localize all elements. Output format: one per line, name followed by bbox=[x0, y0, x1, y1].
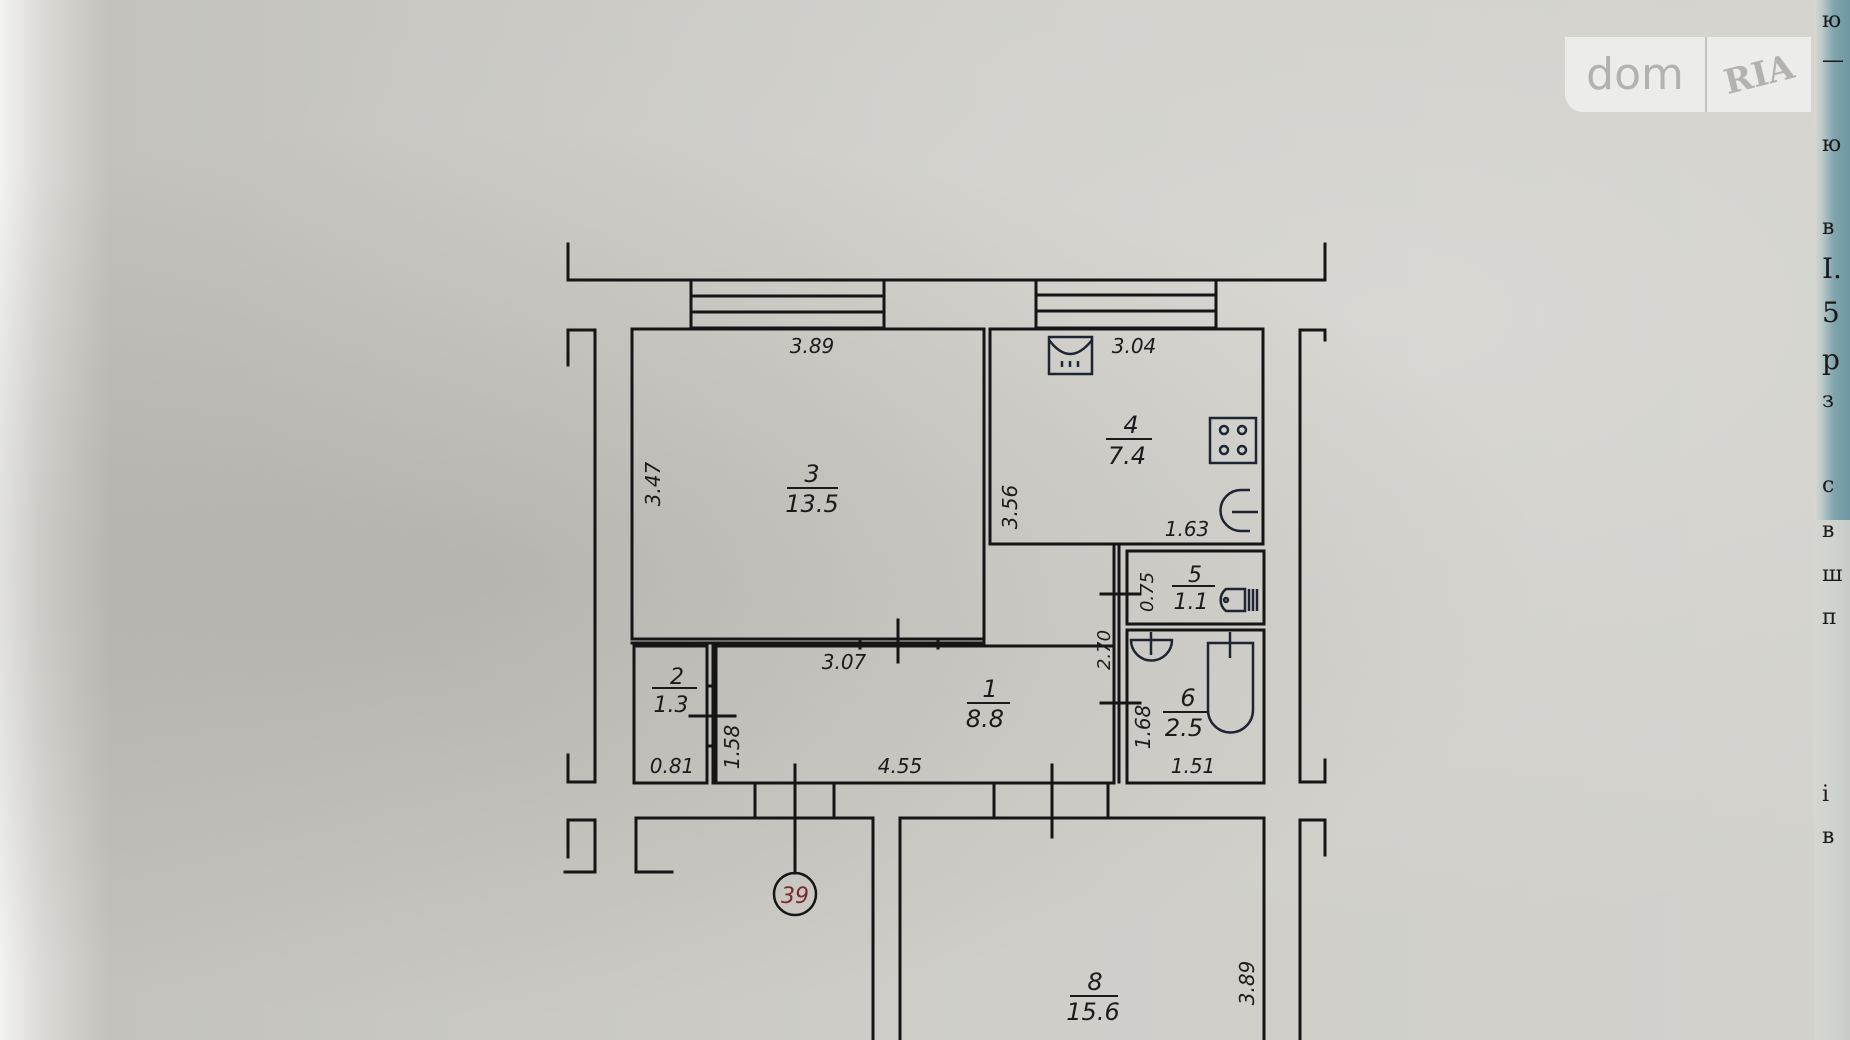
dim-room3-width: 3.89 bbox=[790, 334, 835, 358]
dim-room2-width: 0.81 bbox=[650, 754, 695, 778]
dim-room6-width: 1.51 bbox=[1171, 754, 1216, 778]
room-5 bbox=[1125, 549, 1266, 626]
room-3-area: 13.5 bbox=[785, 490, 838, 518]
dim-room1-height: 1.58 bbox=[720, 725, 744, 770]
apartment-number: 39 bbox=[781, 884, 809, 909]
apartment-number-marker: 39 bbox=[772, 871, 818, 917]
outer-left-wall-lower bbox=[563, 818, 597, 874]
room-8-area: 15.6 bbox=[1066, 998, 1119, 1026]
room-5-area: 1.1 bbox=[1174, 590, 1209, 615]
edge-text: ю bbox=[1822, 8, 1842, 33]
room-lower-left bbox=[634, 816, 875, 1040]
dim-room3-height: 3.47 bbox=[641, 461, 665, 506]
outer-right-wall bbox=[1298, 328, 1327, 784]
dim-room1-bottom: 4.55 bbox=[878, 754, 923, 778]
room-1-number: 1 bbox=[982, 675, 997, 703]
edge-text: ю bbox=[1822, 132, 1842, 157]
edge-text: І. bbox=[1822, 252, 1842, 285]
dim-room4-partial: 1.63 bbox=[1165, 517, 1210, 541]
room-4-area: 7.4 bbox=[1108, 442, 1146, 470]
room-1-area: 8.8 bbox=[966, 705, 1004, 733]
watermark-dom: dom bbox=[1565, 37, 1707, 112]
room-4 bbox=[988, 327, 1265, 546]
stove-icon bbox=[1208, 416, 1258, 465]
page-edge-lower bbox=[1814, 520, 1850, 1040]
room-8-number: 8 bbox=[1087, 968, 1102, 996]
room-3-wall bbox=[630, 327, 986, 645]
edge-text: з bbox=[1822, 388, 1834, 413]
bathtub-icon bbox=[1206, 632, 1255, 734]
edge-text: в bbox=[1822, 824, 1835, 849]
edge-text: п bbox=[1822, 605, 1837, 630]
edge-text: 5 bbox=[1822, 296, 1840, 329]
outer-left-wall bbox=[566, 328, 597, 784]
dim-room5-height: 0.75 bbox=[1137, 572, 1158, 612]
dim-room8-height: 3.89 bbox=[1235, 961, 1259, 1006]
room-6-number: 6 bbox=[1180, 684, 1195, 712]
dim-room4-height: 3.56 bbox=[998, 485, 1022, 530]
edge-text: с bbox=[1822, 473, 1835, 498]
dim-room4-width: 3.04 bbox=[1112, 334, 1157, 358]
room-8 bbox=[898, 816, 1266, 1040]
sink-icon bbox=[1219, 488, 1258, 533]
room-6 bbox=[1125, 628, 1266, 785]
dim-room1-top: 3.07 bbox=[822, 650, 867, 674]
window-right bbox=[1034, 278, 1218, 330]
dim-room6-height: 1.68 bbox=[1131, 705, 1155, 750]
edge-text: р bbox=[1822, 343, 1840, 376]
window-left bbox=[689, 278, 886, 330]
room-2-area: 1.3 bbox=[654, 693, 689, 718]
washbasin-icon bbox=[1129, 632, 1174, 662]
room-6-area: 2.5 bbox=[1165, 714, 1203, 742]
edge-text: — bbox=[1822, 48, 1844, 73]
adjacent-page-edge: ю — ю в І. 5 р з с в ш п і в bbox=[1814, 0, 1850, 1040]
edge-text: ш bbox=[1822, 562, 1843, 587]
outer-top-wall bbox=[566, 242, 1327, 282]
room-2-number: 2 bbox=[670, 665, 684, 690]
edge-text: і bbox=[1822, 782, 1830, 807]
outer-right-wall-lower bbox=[1298, 818, 1327, 1040]
domria-watermark: dom RIA bbox=[1565, 37, 1811, 112]
dim-corridor-side: 2.70 bbox=[1094, 630, 1115, 670]
toilet-icon bbox=[1219, 587, 1259, 613]
room-3-number: 3 bbox=[804, 460, 819, 488]
edge-text: в bbox=[1822, 215, 1835, 240]
edge-text: в bbox=[1822, 518, 1835, 543]
room-1 bbox=[714, 644, 1116, 785]
radiator-icon bbox=[1047, 335, 1094, 376]
room-4-number: 4 bbox=[1123, 411, 1138, 439]
room-5-number: 5 bbox=[1188, 563, 1202, 588]
